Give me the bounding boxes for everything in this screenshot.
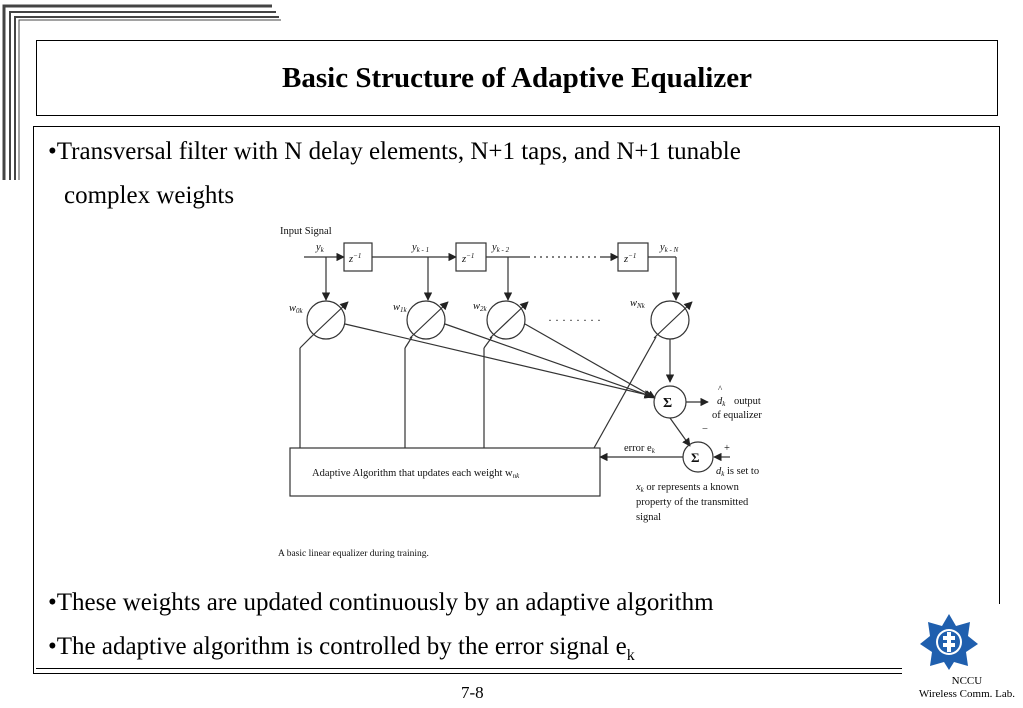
ellipsis-dots: · · · · · · · · — [548, 313, 601, 327]
svg-text:w0k: w0k — [289, 303, 304, 315]
bullet-3-subscript: k — [626, 647, 635, 664]
nccu-logo — [920, 614, 978, 670]
svg-text:yk - 1: yk - 1 — [411, 242, 429, 254]
weight-N — [650, 300, 690, 340]
slide-title: Basic Structure of Adaptive Equalizer — [282, 61, 752, 94]
svg-text:signal: signal — [636, 512, 661, 523]
svg-text:error ek: error ek — [624, 443, 656, 455]
algorithm-box — [289, 447, 601, 497]
svg-text:−: − — [702, 424, 708, 435]
bullet-1-line1: •Transversal filter with N delay element… — [48, 138, 741, 165]
svg-text:w2k: w2k — [473, 301, 488, 313]
sum-symbol-1: Σ — [663, 396, 672, 411]
bullet-1-line2: complex weights — [64, 182, 235, 209]
page-number: 7-8 — [461, 683, 484, 702]
svg-text:w1k: w1k — [393, 302, 408, 314]
svg-text:dk: dk — [717, 396, 726, 408]
footer-nccu: NCCU — [951, 675, 983, 687]
svg-text:yk - 2: yk - 2 — [491, 242, 510, 254]
input-signal-label: Input Signal — [280, 226, 332, 237]
svg-text:z−1: z−1 — [348, 252, 361, 265]
svg-text:xk or represents a known: xk or represents a known — [635, 482, 740, 494]
content-box — [33, 126, 1000, 674]
output-label: output — [734, 396, 761, 407]
bottom-rule — [36, 668, 902, 669]
delay-box-N — [617, 242, 649, 272]
svg-text:yk: yk — [315, 242, 325, 254]
svg-text:Adaptive Algorithm that update: Adaptive Algorithm that updates each wei… — [312, 468, 520, 480]
svg-text:property of the transmitted: property of the transmitted — [636, 497, 749, 508]
bullet-3: •The adaptive algorithm is controlled by… — [48, 632, 635, 665]
weight-2 — [486, 300, 526, 340]
equalizer-diagram: Input Signal yk yk - 1 yk - 2 yk - N z−1… — [278, 226, 762, 559]
weight-1 — [406, 300, 446, 340]
delay-box-1 — [343, 242, 373, 272]
svg-text:+: + — [724, 443, 730, 454]
sum-symbol-2: Σ — [691, 450, 700, 465]
svg-text:wNk: wNk — [630, 298, 646, 310]
lab-footer: NCCU Wireless Comm. Lab. — [919, 675, 1015, 701]
title-box: Basic Structure of Adaptive Equalizer — [36, 40, 998, 116]
corner-decoration — [2, 4, 281, 180]
diagram-caption: A basic linear equalizer during training… — [278, 549, 429, 559]
delay-box-2 — [455, 242, 487, 272]
svg-text:z−1: z−1 — [461, 252, 474, 265]
output-of-equalizer-label: of equalizer — [712, 410, 762, 421]
footer-lab-name: Wireless Comm. Lab. — [918, 688, 1015, 701]
bullet-3-text: •The adaptive algorithm is controlled by… — [48, 633, 627, 660]
svg-text:yk - N: yk - N — [659, 242, 679, 254]
svg-text:z−1: z−1 — [623, 252, 636, 265]
svg-text:dk is set to: dk is set to — [716, 466, 759, 478]
svg-text:^: ^ — [718, 384, 723, 394]
bullet-2: •These weights are updated continuously … — [48, 589, 714, 616]
weight-0 — [306, 300, 346, 340]
